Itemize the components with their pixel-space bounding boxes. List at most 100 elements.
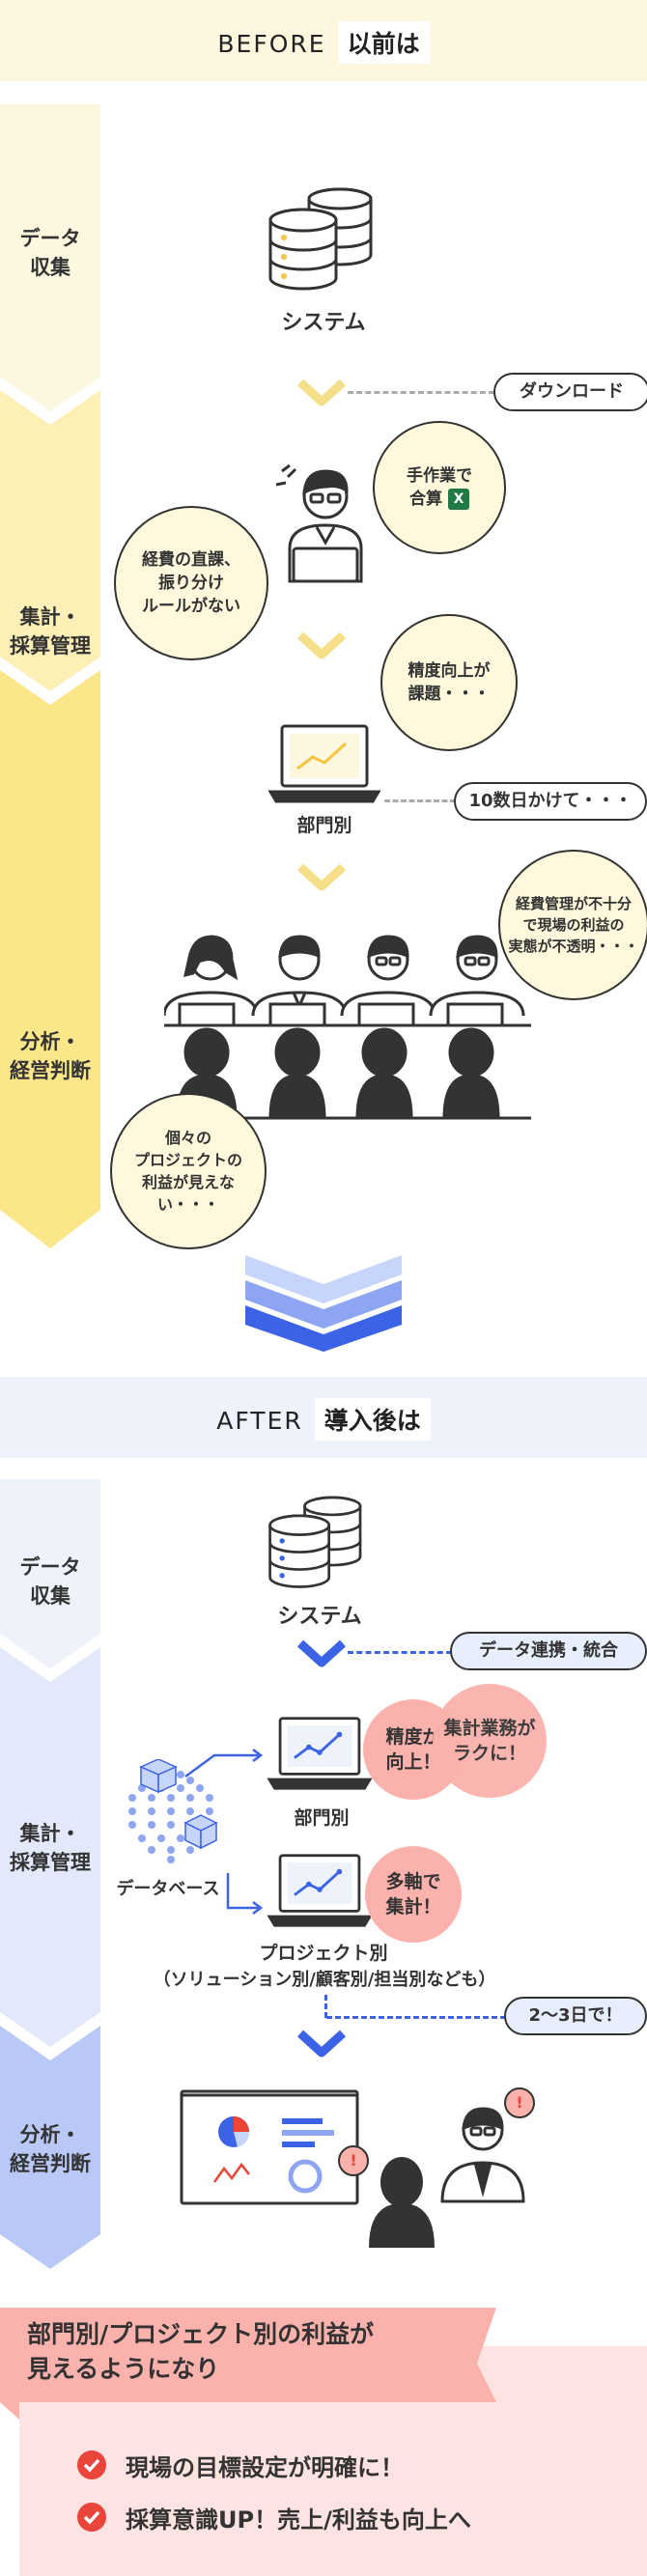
bubble-line: 経費の直課、 bbox=[142, 550, 240, 570]
stage-line2: 経営判断 bbox=[10, 2152, 91, 2175]
chevron-down-icon bbox=[296, 631, 347, 659]
pink-line: 集計！ bbox=[385, 1896, 441, 1918]
bubble-line: 振り分け bbox=[158, 574, 224, 593]
days-connector-h bbox=[326, 2016, 506, 2019]
download-pill: ダウンロード bbox=[493, 373, 647, 411]
person-icon bbox=[429, 935, 525, 1017]
before-days-pill: 10数日かけて・・・ bbox=[454, 782, 647, 821]
bubble-line: 手作業で bbox=[407, 466, 472, 486]
pink-multi-axis: 多軸で 集計！ bbox=[365, 1846, 462, 1943]
after-stage-rail bbox=[0, 1479, 100, 2269]
chevron-down-icon bbox=[296, 863, 347, 891]
bubble-line-row: 合算 X bbox=[407, 488, 472, 511]
meeting-scene bbox=[164, 935, 531, 1120]
db-arrows bbox=[184, 1749, 264, 1915]
before-stage-collect: データ 収集 bbox=[0, 224, 100, 282]
bubble-line: 利益が見えない・・・ bbox=[141, 1173, 235, 1214]
bubble-line: 経費管理が不十分 bbox=[515, 895, 632, 912]
stage-line1: 分析・ bbox=[19, 2123, 81, 2146]
bubble-line: 実態が不透明・・・ bbox=[508, 938, 639, 955]
result-item-2: 採算意識UP！売上/利益も向上へ bbox=[77, 2501, 471, 2534]
database-icon bbox=[268, 187, 373, 291]
exclaim-badge-board: ! bbox=[338, 2145, 369, 2176]
bubble-no-rules: 経費の直課、 振り分け ルールがない bbox=[114, 506, 268, 660]
pink-line: 集計業務が bbox=[443, 1718, 536, 1739]
laptop-icon bbox=[268, 724, 380, 803]
after-stage-aggregate: 集計・ 採算管理 bbox=[0, 1819, 100, 1877]
presentation-board-icon bbox=[180, 2089, 359, 2205]
before-tag: 以前は bbox=[337, 21, 430, 64]
pink-line: 精度が bbox=[385, 1726, 441, 1748]
transition-chevrons-icon bbox=[245, 1255, 402, 1352]
download-connector bbox=[348, 391, 494, 394]
result-item-text: 採算意識UP！売上/利益も向上へ bbox=[126, 2506, 471, 2534]
chevron-down-icon bbox=[296, 2030, 347, 2058]
days-connector bbox=[384, 799, 456, 802]
laptop-icon bbox=[267, 1717, 373, 1790]
bubble-line: 課題・・・ bbox=[408, 685, 491, 704]
after-project-sub: （ソリューション別/顧客別/担当別なども） bbox=[153, 1970, 496, 1990]
stage-line2: 採算管理 bbox=[10, 634, 91, 658]
stage-line2: 経営判断 bbox=[10, 1059, 91, 1082]
before-stage-analyze: 分析・ 経営判断 bbox=[0, 1027, 100, 1085]
bubble-line: 個々の bbox=[164, 1129, 211, 1147]
result-item-text: 現場の目標設定が明確に！ bbox=[126, 2453, 404, 2481]
integration-connector bbox=[348, 1651, 452, 1654]
bubble-line: 精度向上が bbox=[408, 661, 491, 681]
stage-line1: 集計・ bbox=[19, 605, 81, 629]
result-headline-bg bbox=[0, 2308, 496, 2420]
exclaim-badge-person: ! bbox=[504, 2087, 535, 2118]
bubble-manual-sum: 手作業で 合算 X bbox=[373, 421, 506, 554]
before-stage-rail bbox=[0, 104, 100, 1248]
bubble-opaque-profit: 経費管理が不十分 で現場の利益の 実態が不透明・・・ bbox=[498, 850, 647, 1000]
bubble-accuracy-issue: 精度向上が 課題・・・ bbox=[380, 614, 518, 751]
result-headline: 部門別/プロジェクト別の利益が 見えるようになり bbox=[27, 2317, 481, 2387]
pink-line: 向上！ bbox=[385, 1751, 441, 1773]
stage-line1: 分析・ bbox=[19, 1030, 81, 1053]
database-cube-icon bbox=[128, 1759, 218, 1863]
chevron-down-icon bbox=[296, 378, 347, 406]
chevron-down-icon bbox=[296, 1639, 347, 1667]
after-project-label: プロジェクト別 bbox=[259, 1943, 388, 1964]
after-system-label: システム bbox=[277, 1605, 362, 1629]
database-label: データベース bbox=[116, 1879, 220, 1899]
after-stage-analyze: 分析・ 経営判断 bbox=[0, 2120, 100, 2178]
check-icon bbox=[77, 2450, 106, 2479]
stage-line1: データ bbox=[19, 1555, 81, 1579]
bubble-line: で現場の利益の bbox=[522, 916, 625, 934]
stage-line1: 集計・ bbox=[19, 1822, 81, 1845]
pink-easy-aggregation: 集計業務が ラクに！ bbox=[433, 1684, 547, 1798]
after-tag: 導入後は bbox=[314, 1398, 431, 1441]
check-icon bbox=[77, 2503, 106, 2532]
stage-line2: 収集 bbox=[30, 1584, 70, 1608]
days-connector-v bbox=[324, 1995, 327, 2018]
before-system-label: システム bbox=[281, 311, 366, 335]
person-icon bbox=[440, 2107, 525, 2203]
laptop-icon bbox=[267, 1854, 373, 1927]
integration-pill: データ連携・統合 bbox=[450, 1632, 647, 1670]
stage-line2: 収集 bbox=[30, 256, 70, 279]
bubble-line: プロジェクトの bbox=[133, 1151, 242, 1169]
after-department-label: 部門別 bbox=[294, 1807, 350, 1829]
bubble-line: 合算 bbox=[409, 490, 442, 509]
result-item-1: 現場の目標設定が明確に！ bbox=[77, 2449, 404, 2481]
after-days-pill: 2〜3日で！ bbox=[504, 1997, 647, 2035]
headline-line2: 見えるようになり bbox=[27, 2355, 220, 2383]
person-icon bbox=[275, 463, 363, 583]
stage-line2: 採算管理 bbox=[10, 1851, 91, 1874]
person-icon bbox=[369, 2157, 435, 2248]
pink-line: ラクに！ bbox=[452, 1743, 526, 1764]
pink-line: 多軸で bbox=[385, 1871, 441, 1892]
before-department-label: 部門別 bbox=[296, 815, 352, 836]
bubble-line: ルールがない bbox=[142, 597, 240, 616]
after-stage-collect: データ 収集 bbox=[0, 1553, 100, 1610]
before-stage-aggregate: 集計・ 採算管理 bbox=[0, 602, 100, 660]
stage-line1: データ bbox=[19, 227, 81, 250]
headline-line1: 部門別/プロジェクト別の利益が bbox=[27, 2320, 375, 2348]
excel-icon: X bbox=[448, 489, 469, 510]
database-icon bbox=[268, 1496, 362, 1588]
